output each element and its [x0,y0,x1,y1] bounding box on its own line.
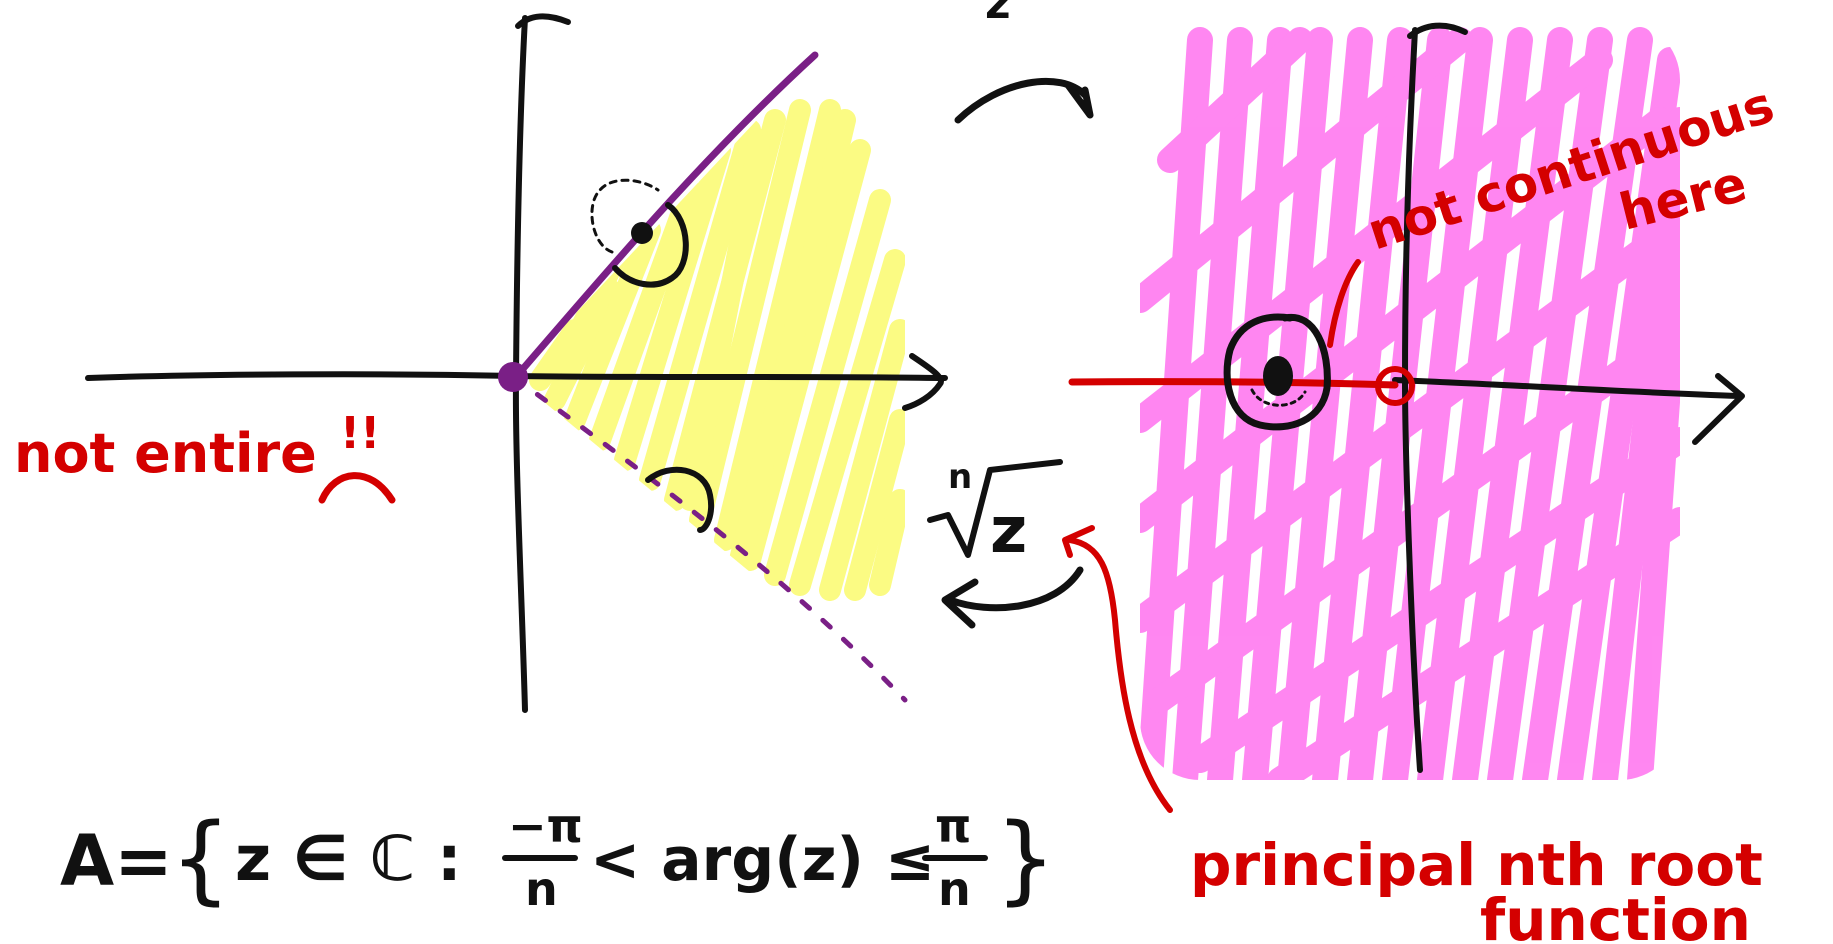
backward-arrow [941,566,1084,629]
root-index: n [948,457,972,497]
formula-right-den: n [938,862,971,916]
angle-arc-lower [645,466,714,533]
sector-boundary-dashed [512,375,908,703]
top-z-label: z [985,0,1011,29]
discontinuity-neighborhood [1223,313,1331,431]
frown-icon [318,472,396,504]
not-entire-label: not entire [14,422,317,485]
pink-plane-shading [1140,27,1680,780]
right-plane-axes [1392,22,1745,773]
root-radicand: z [990,494,1027,568]
boundary-point-neighborhood [590,178,689,288]
exclaim-label: !! [340,408,380,459]
yellow-sector-shading [529,99,905,601]
formula-close-brace: } [995,803,1056,915]
formula-open-brace: { [170,803,231,915]
principal-root-label: principal nth root [1190,831,1763,899]
formula-lhs: A= [60,820,173,902]
formula-left-num: −π [508,799,583,853]
principal-root-pointer [1062,525,1173,813]
formula-set-var: z ∈ ℂ : [235,822,462,895]
forward-arrow [954,77,1094,124]
function-label: function [1480,886,1751,944]
sector-boundary-solid [511,51,819,382]
formula-left-den: n [525,862,558,916]
origin-open-circle [1375,366,1415,406]
nth-root-symbol: n z [927,457,1063,568]
origin-point [498,362,528,392]
branch-cut-negative-real-axis [1068,366,1415,406]
set-definition-formula: A= { z ∈ ℂ : −π n < arg(z) ≤ π n } [60,799,1056,916]
formula-middle: < arg(z) ≤ [590,825,935,895]
discontinuity-pointer [1327,259,1361,348]
formula-right-num: π [935,799,971,853]
